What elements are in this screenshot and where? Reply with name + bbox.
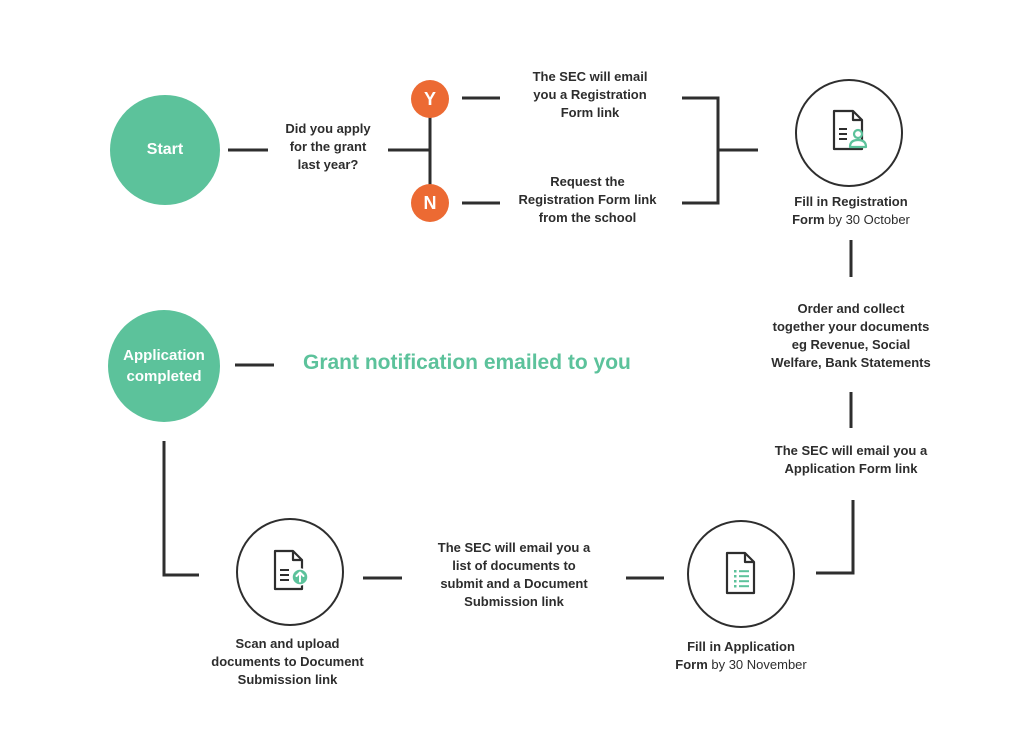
completed-label: Application completed	[123, 347, 205, 385]
question-text: Did you apply for the grant last year?	[285, 121, 371, 172]
no-branch-text: Request the Registration Form link from …	[518, 174, 657, 225]
connector-sec-application	[816, 500, 855, 575]
yes-label: Y	[423, 88, 436, 109]
start-node: Start	[110, 95, 220, 205]
no-label: N	[423, 192, 437, 213]
upload-ring	[236, 518, 344, 626]
connector-upload-completed	[162, 441, 199, 577]
document-user-icon	[832, 109, 868, 151]
connector-bracket	[682, 96, 720, 205]
sec-documents-text: The SEC will email you a list of documen…	[437, 540, 591, 609]
application-text-bold: Fill in Application Form	[675, 639, 795, 672]
registration-ring	[795, 79, 903, 187]
yes-branch-text: The SEC will email you a Registration Fo…	[532, 69, 648, 120]
application-text: Fill in Application Form by 30 November	[655, 638, 827, 674]
completed-node: Application completed	[108, 310, 220, 422]
yes-badge: Y	[411, 80, 449, 118]
application-ring	[687, 520, 795, 628]
sec-application-text: The SEC will email you a Application For…	[774, 443, 928, 476]
no-badge: N	[411, 184, 449, 222]
start-label: Start	[146, 141, 184, 158]
registration-text-normal: by 30 October	[824, 212, 910, 227]
application-text-normal: by 30 November	[707, 657, 807, 672]
document-upload-icon	[273, 549, 309, 591]
grant-notification-text: Grant notification emailed to you	[303, 351, 631, 374]
registration-text-bold: Fill in Registration Form	[792, 194, 908, 227]
upload-text: Scan and upload documents to Document Su…	[211, 636, 364, 687]
collect-documents-text: Order and collect together your document…	[771, 301, 931, 370]
document-list-icon	[725, 551, 756, 595]
registration-text: Fill in Registration Form by 30 October	[765, 193, 937, 229]
